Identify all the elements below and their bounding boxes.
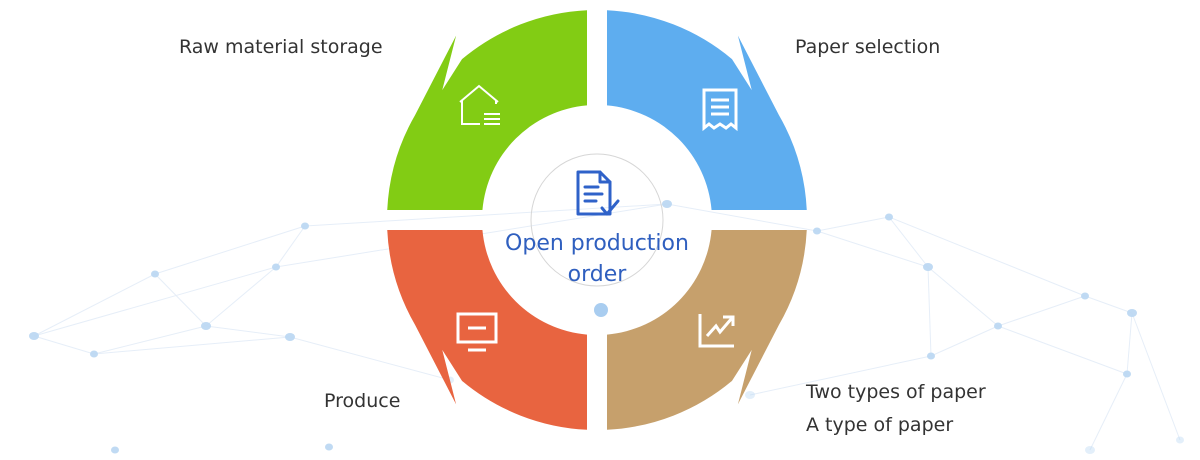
network-edge xyxy=(154,225,306,275)
network-node xyxy=(111,446,119,454)
warehouse-list-icon xyxy=(459,84,500,125)
network-edge xyxy=(816,230,929,268)
quadrant-raw-material-storage xyxy=(387,10,587,210)
label-produce: Produce xyxy=(324,390,401,412)
network-edge xyxy=(1126,312,1133,375)
network-edge xyxy=(154,273,207,327)
network-node xyxy=(745,391,755,399)
network-node xyxy=(201,322,211,330)
network-edge xyxy=(888,216,929,268)
label-raw-material-storage: Raw material storage xyxy=(179,36,383,58)
network-edge xyxy=(93,336,291,355)
network-node xyxy=(151,270,159,278)
network-edge xyxy=(33,335,95,355)
network-node xyxy=(923,263,933,271)
network-edge xyxy=(749,355,932,396)
network-edge xyxy=(1089,373,1128,451)
network-node xyxy=(301,222,309,230)
quadrant-paper-selection xyxy=(607,10,807,210)
monitor-icon xyxy=(456,312,498,352)
network-node xyxy=(90,350,98,358)
center-title-line-2: order xyxy=(567,262,627,287)
center-title-line-1: Open production xyxy=(505,231,689,256)
background-network xyxy=(29,200,1184,454)
network-node xyxy=(325,443,333,451)
network-edge xyxy=(205,325,291,338)
network-edge xyxy=(33,266,277,337)
network-edge xyxy=(888,216,1086,297)
network-edge xyxy=(1131,312,1181,441)
label-a-type-of-paper: A type of paper xyxy=(806,414,954,436)
network-node xyxy=(885,213,893,221)
network-node xyxy=(29,332,39,340)
network-node xyxy=(662,200,672,208)
network-edge xyxy=(275,225,306,268)
network-node xyxy=(1081,292,1089,300)
quadrant-produce xyxy=(387,230,587,430)
network-edge xyxy=(1084,295,1133,314)
network-edge xyxy=(33,273,156,337)
label-paper-selection: Paper selection xyxy=(795,36,941,58)
network-node xyxy=(1123,370,1131,378)
network-edge xyxy=(927,266,932,357)
label-two-types-of-paper: Two types of paper xyxy=(806,381,986,403)
network-edge xyxy=(205,266,277,327)
network-edge xyxy=(93,325,207,355)
quadrant-ring xyxy=(387,10,807,430)
quadrant-paper-types xyxy=(607,230,807,430)
network-node xyxy=(1085,446,1095,454)
network-edge xyxy=(997,325,1128,375)
document-check-icon xyxy=(576,170,620,216)
network-node xyxy=(285,333,295,341)
center-ring-outline xyxy=(530,153,664,287)
network-node xyxy=(1176,436,1184,444)
network-node xyxy=(813,227,821,235)
network-node xyxy=(994,322,1002,330)
network-edge xyxy=(927,266,999,327)
network-node xyxy=(272,263,280,271)
label-paper-types: Two types of paper A type of paper xyxy=(806,376,986,442)
trend-chart-icon xyxy=(698,314,735,348)
receipt-icon xyxy=(702,88,738,132)
network-edge xyxy=(289,336,451,381)
network-edge xyxy=(930,325,999,357)
network-edge xyxy=(666,203,818,232)
network-node xyxy=(927,352,935,360)
network-edge xyxy=(997,295,1086,327)
center-title: Open production order xyxy=(477,228,717,290)
center-node-dot xyxy=(594,303,608,317)
network-edge xyxy=(304,203,668,227)
network-node xyxy=(1127,309,1137,317)
network-edge xyxy=(816,216,890,232)
